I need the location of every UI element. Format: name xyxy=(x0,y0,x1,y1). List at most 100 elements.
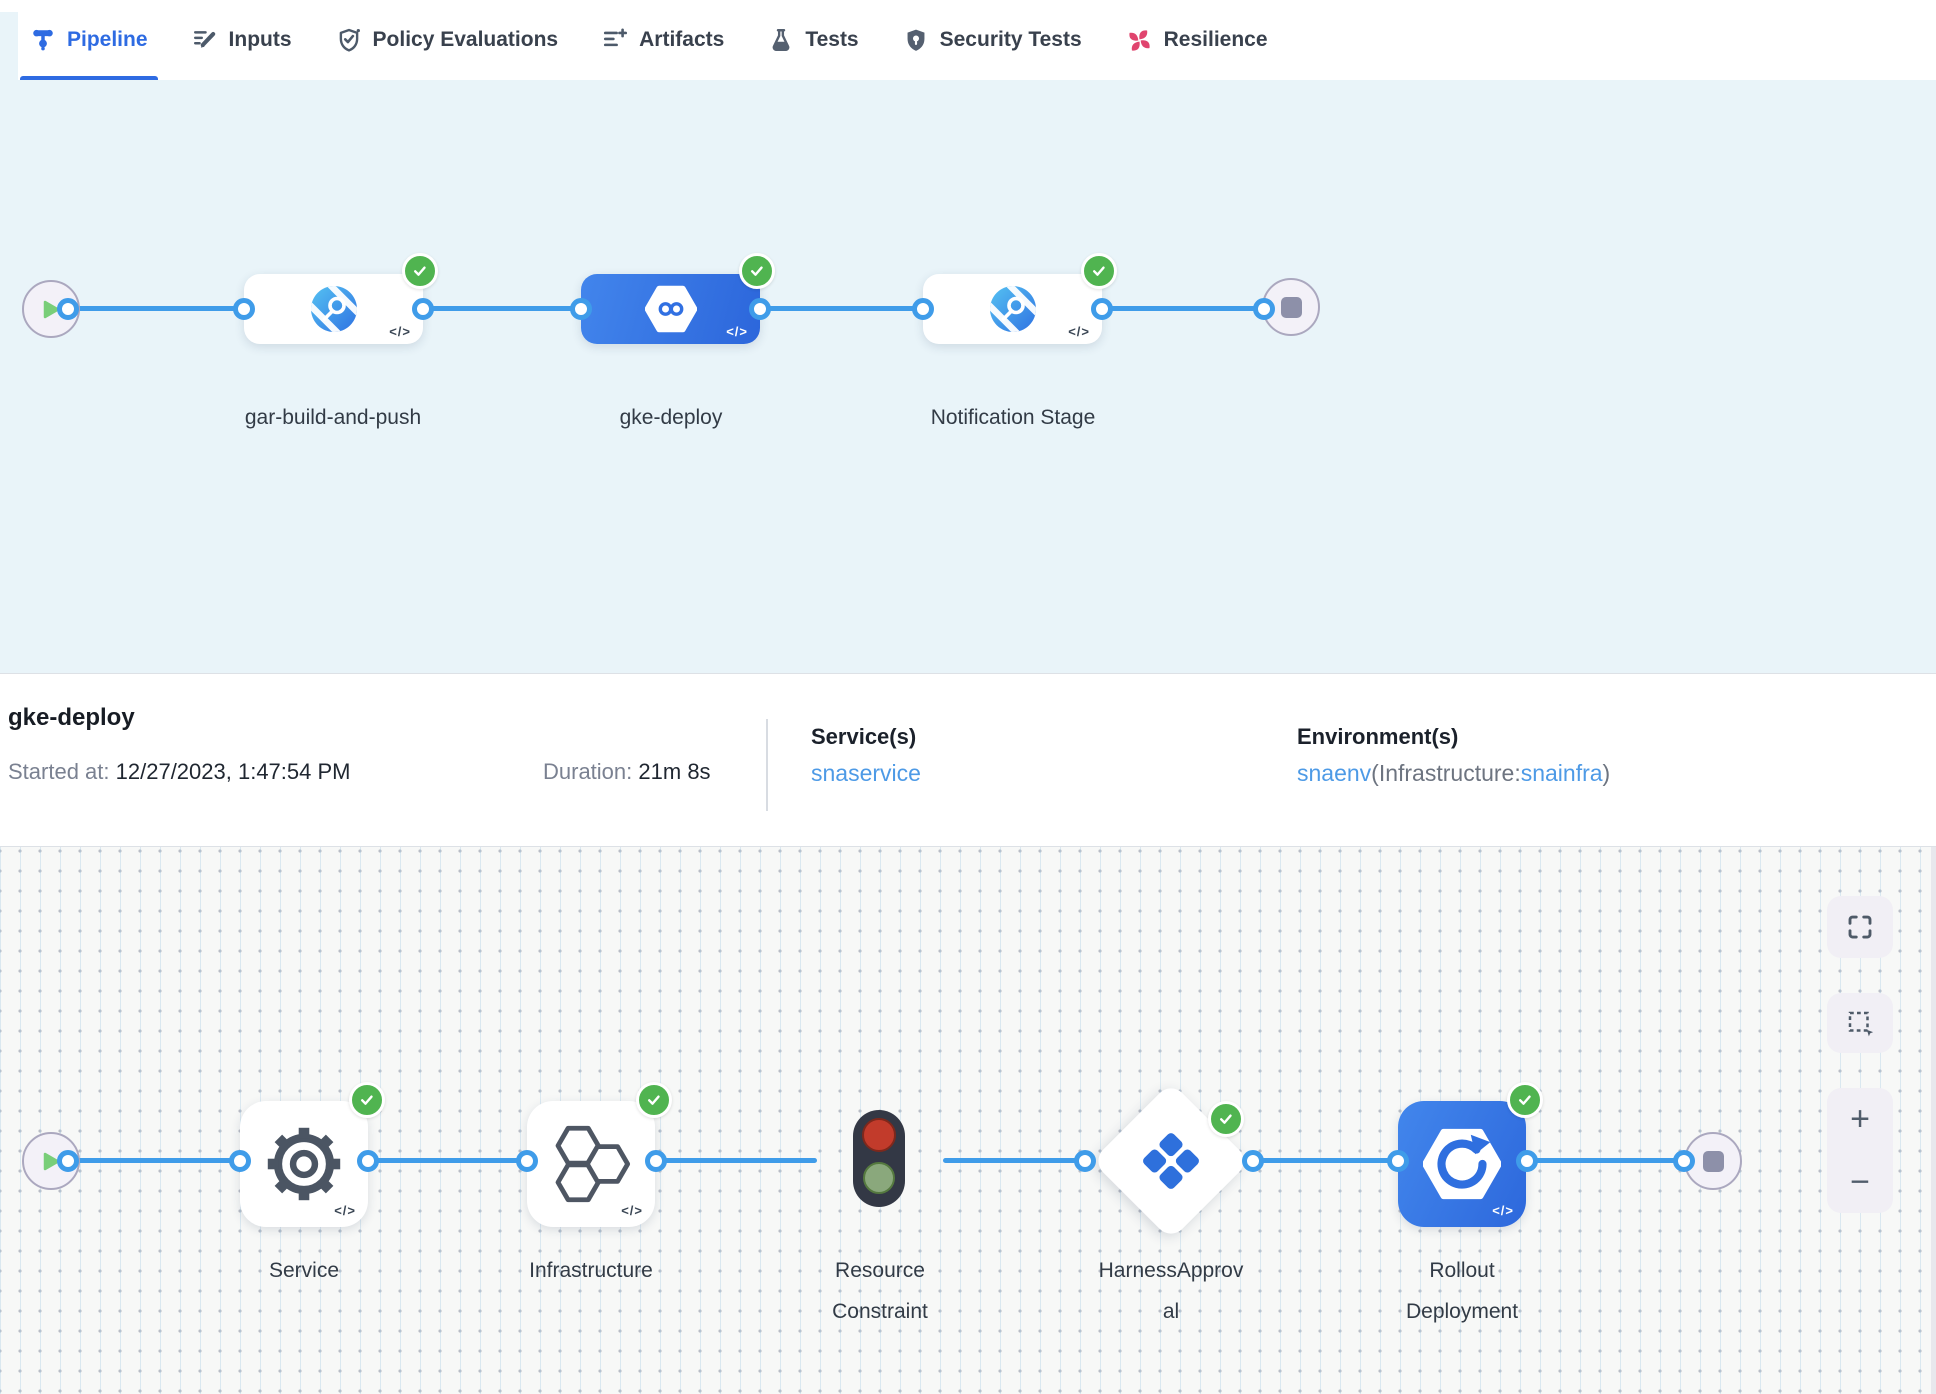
marquee-select-icon xyxy=(1848,1011,1874,1037)
environment-close: ) xyxy=(1602,760,1611,786)
success-badge xyxy=(1081,253,1117,289)
connector-port xyxy=(1516,1150,1538,1172)
tab-tests-label: Tests xyxy=(805,28,859,51)
stage-node-notification-stage[interactable]: </> xyxy=(923,253,1117,344)
tab-policy-evaluations-label: Policy Evaluations xyxy=(372,28,559,51)
connector-line xyxy=(1102,306,1264,311)
services-label: Service(s) xyxy=(811,724,917,749)
tab-pipeline-label: Pipeline xyxy=(67,28,148,51)
deploy-stage-icon xyxy=(644,285,697,333)
scrollbar-track[interactable] xyxy=(1931,847,1936,1394)
tab-policy-evaluations[interactable]: Policy Evaluations xyxy=(326,0,569,80)
connector-line xyxy=(68,306,244,311)
zoom-in-button[interactable]: + xyxy=(1850,1100,1870,1139)
infrastructure-link[interactable]: snainfra xyxy=(1520,760,1603,786)
step-node-infrastructure[interactable]: </> xyxy=(527,1082,672,1227)
stage-code-glyph: </> xyxy=(726,324,748,339)
environment-infra-open: (Infrastructure: xyxy=(1371,760,1521,786)
connector-line xyxy=(423,306,581,311)
resilience-icon xyxy=(1129,29,1150,51)
infrastructure-hexagons-icon xyxy=(555,1125,631,1203)
tab-resilience-label: Resilience xyxy=(1163,28,1268,51)
step-code-glyph: </> xyxy=(334,1203,356,1218)
duration-label: Duration: xyxy=(543,759,633,784)
tests-icon xyxy=(772,29,790,51)
active-tab-underline xyxy=(20,76,158,80)
duration: Duration: 21m 8s xyxy=(543,759,711,785)
check-icon xyxy=(1519,1095,1531,1105)
tab-bar: Pipeline Inputs Policy Evaluations xyxy=(0,0,1936,80)
connector-port xyxy=(516,1150,538,1172)
connector-line xyxy=(1253,1158,1398,1163)
rollout-deployment-icon xyxy=(1423,1128,1501,1200)
environment-link[interactable]: snaenv xyxy=(1297,760,1372,786)
success-badge xyxy=(636,1082,672,1118)
connector-line xyxy=(1527,1158,1684,1163)
tab-artifacts[interactable]: Artifacts xyxy=(592,0,734,80)
selection-mode-button[interactable] xyxy=(1827,993,1893,1053)
connector-port xyxy=(645,1150,667,1172)
connector-port xyxy=(1253,298,1275,320)
started-at-label: Started at: xyxy=(8,759,110,784)
step-node-rollout-deployment[interactable]: </> xyxy=(1398,1082,1543,1227)
step-code-glyph: </> xyxy=(621,1203,643,1218)
step-node-resource-constraint[interactable] xyxy=(853,1110,905,1207)
check-icon xyxy=(751,266,763,276)
step-label: Service xyxy=(268,1259,340,1282)
success-badge xyxy=(402,253,438,289)
check-icon xyxy=(1220,1114,1232,1124)
tab-inputs[interactable]: Inputs xyxy=(182,0,302,80)
artifacts-icon xyxy=(604,28,628,47)
stop-icon xyxy=(1702,1150,1724,1172)
check-icon xyxy=(648,1095,660,1105)
tab-resilience[interactable]: Resilience xyxy=(1116,0,1278,80)
inputs-icon xyxy=(193,31,215,48)
check-icon xyxy=(361,1095,373,1105)
fullscreen-icon xyxy=(1848,915,1872,939)
connector-port xyxy=(412,298,434,320)
connector-port xyxy=(357,1150,379,1172)
step-label: Infrastructure xyxy=(529,1259,653,1282)
stage-label: gar-build-and-push xyxy=(244,406,422,429)
connector-port xyxy=(749,298,771,320)
security-tests-icon xyxy=(907,29,925,51)
success-badge xyxy=(739,253,775,289)
service-link[interactable]: snaservice xyxy=(811,760,921,786)
started-at-value: 12/27/2023, 1:47:54 PM xyxy=(115,759,351,784)
stage-label: gke-deploy xyxy=(619,406,723,429)
service-gear-icon xyxy=(267,1127,341,1201)
play-icon xyxy=(43,300,59,318)
zoom-controls: + − xyxy=(1827,1088,1893,1213)
stage-title: gke-deploy xyxy=(8,704,135,731)
connector-port xyxy=(1673,1150,1695,1172)
connector-port xyxy=(57,298,79,320)
step-node-service[interactable]: </> xyxy=(240,1082,385,1227)
connector-line xyxy=(943,1158,1085,1163)
fullscreen-button[interactable] xyxy=(1827,896,1893,958)
tab-tests[interactable]: Tests xyxy=(758,0,868,80)
stage-details-bar: gke-deploy Started at: 12/27/2023, 1:47:… xyxy=(0,673,1936,847)
connector-port xyxy=(1091,298,1113,320)
tab-security-tests[interactable]: Security Tests xyxy=(893,0,1092,80)
success-badge xyxy=(349,1082,385,1118)
traffic-light-green xyxy=(863,1162,895,1194)
execution-graph-canvas: </> </> xyxy=(0,847,1936,1394)
connector-port xyxy=(57,1150,79,1172)
build-stage-icon xyxy=(310,286,357,332)
connector-line xyxy=(760,306,923,311)
connector-port xyxy=(912,298,934,320)
connector-line xyxy=(68,1158,240,1163)
custom-stage-icon xyxy=(989,286,1036,332)
stage-node-gar-build-and-push[interactable]: </> xyxy=(244,253,438,344)
connector-port xyxy=(1242,1150,1264,1172)
connector-port xyxy=(1387,1150,1409,1172)
step-label: Resource Constraint xyxy=(832,1259,928,1323)
tab-pipeline[interactable]: Pipeline xyxy=(20,0,158,80)
started-at: Started at: 12/27/2023, 1:47:54 PM xyxy=(8,759,351,785)
canvas-peek-strip xyxy=(0,12,18,80)
tab-security-tests-label: Security Tests xyxy=(939,28,1082,51)
connector-port xyxy=(233,298,255,320)
zoom-out-button[interactable]: − xyxy=(1850,1162,1870,1201)
stage-node-gke-deploy[interactable]: </> xyxy=(581,253,775,344)
